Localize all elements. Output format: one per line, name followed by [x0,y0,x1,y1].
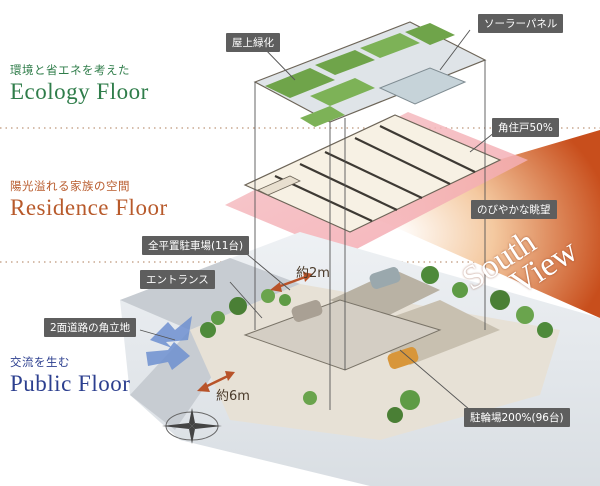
setback-bottom-dimension: 約6m [216,389,250,404]
residence-tagline: 陽光溢れる家族の空間 [10,179,130,193]
trees [200,266,553,423]
flat-parking-label: 全平置駐車場(11台) [142,236,250,255]
ecology-title: Ecology Floor [10,79,149,104]
solar-panel-label: ソーラーパネル [478,14,564,33]
corner-units-label: 角住戸50% [492,118,559,137]
ecology-tagline: 環境と省エネを考えた [10,63,130,77]
arrow-icon [146,342,190,370]
corner-lot-label: 2面道路の角立地 [44,318,137,337]
ecology-section: 環境と省エネを考えた Ecology Floor [10,62,149,105]
bike-parking-label: 駐輪場200%(96台) [464,408,570,427]
roof-green-patches [265,23,455,127]
roof-plan [253,21,487,123]
rooftop-green-label: 屋上緑化 [226,33,280,52]
setback-top-dimension: 約2m [296,266,330,281]
open-view-label: のびやかな眺望 [471,200,557,219]
public-tagline: 交流を生む [10,355,70,369]
car-icon [387,347,419,369]
frame-lines [254,60,486,410]
residence-title: Residence Floor [10,195,168,220]
unit-walls [274,125,476,222]
public-title: Public Floor [10,371,131,396]
entrance-label: エントランス [140,270,215,289]
solar-panel-area [378,67,467,105]
car-icon [369,267,401,289]
compass-icon [162,408,222,444]
public-section: 交流を生む Public Floor [10,354,130,397]
arrow-icon [150,316,192,348]
south-view-fan [345,130,600,318]
car-icon [291,300,323,322]
residence-section: 陽光溢れる家族の空間 Residence Floor [10,178,168,221]
